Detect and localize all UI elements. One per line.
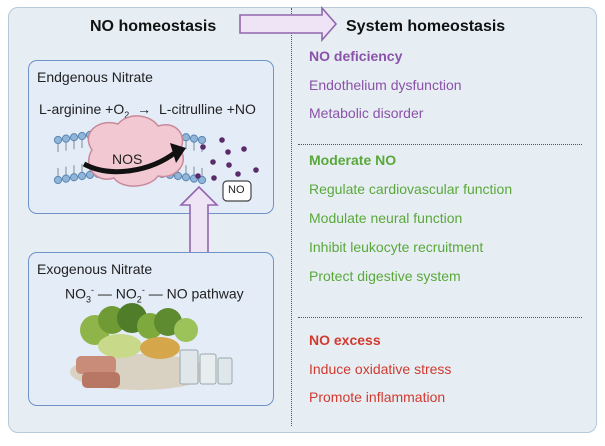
no3-sub: 3 [86, 294, 92, 305]
moderate-item: Regulate cardiovascular function [309, 181, 513, 197]
lipid-head [173, 171, 183, 181]
excess-item: Promote inflammation [309, 389, 446, 405]
section-divider-1 [298, 144, 582, 145]
no3-sup: - [91, 285, 95, 295]
header-arrow [239, 5, 338, 43]
no-label: NO [228, 184, 245, 196]
no2-sup: - [141, 285, 145, 295]
dash-1: — [94, 285, 116, 302]
deficiency-title: NO deficiency [309, 48, 403, 64]
lipid-head [77, 171, 87, 181]
nos-label: NOS [112, 151, 143, 167]
lipid-head [181, 173, 191, 182]
eq-reactant: L-arginine +O [39, 101, 125, 117]
moderate-item: Modulate neural function [309, 210, 463, 226]
excess-item: Induce oxidative stress [309, 361, 452, 377]
lipid-head [197, 175, 207, 185]
excess-title: NO excess [309, 332, 381, 348]
vertical-divider [291, 8, 292, 426]
no-dot [219, 137, 225, 143]
no-label-box [222, 180, 252, 202]
lipid-head [85, 170, 95, 179]
lipid-head [53, 175, 63, 185]
nos-reaction-arrow [82, 149, 178, 175]
lipid-head [61, 174, 71, 183]
moderate-item: Inhibit leukocyte recruitment [309, 239, 484, 255]
deficiency-item: Metabolic disorder [309, 105, 424, 121]
no-dot [210, 159, 216, 165]
no2-sub: 2 [136, 294, 142, 305]
exogenous-pathway: NO3- — NO2- — NO pathway [65, 285, 244, 304]
deficiency-item: Endothelium dysfunction [309, 77, 462, 93]
no-dot [195, 173, 201, 179]
lipid-head [53, 135, 63, 145]
no-dot [200, 144, 206, 150]
section-divider-2 [298, 317, 582, 318]
no-dot [226, 162, 232, 168]
moderate-item: Protect digestive system [309, 268, 461, 284]
lipid-head [69, 133, 79, 142]
no3-text: NO [65, 285, 86, 302]
nos-reaction-arrowhead [170, 143, 186, 163]
endogenous-equation: L-arginine +O2 → L-citrulline +NO [39, 101, 256, 120]
no2-text: NO [115, 285, 137, 302]
dash-2: — [144, 285, 167, 302]
eq-arrow: → [137, 101, 152, 117]
no-homeostasis-heading: NO homeostasis [90, 18, 217, 35]
no-molecule-dots [195, 137, 259, 181]
pathway-tail: NO pathway [166, 285, 244, 302]
no-dot [225, 149, 231, 155]
eq-product: L-citrulline +NO [159, 101, 256, 117]
eq-reactant-sub: 2 [124, 109, 130, 120]
lipid-head [77, 131, 87, 141]
no-dot [241, 146, 247, 152]
moderate-title: Moderate NO [309, 152, 397, 168]
system-homeostasis-heading: System homeostasis [346, 18, 506, 35]
exogenous-title: Exogenous Nitrate [37, 261, 153, 277]
lipid-head [197, 135, 207, 145]
no-dot [235, 171, 241, 177]
no-dot [211, 175, 217, 181]
lipid-head [189, 134, 199, 143]
endogenous-title: Endgenous Nitrate [37, 69, 153, 85]
lipid-head [61, 134, 71, 143]
lipid-head [69, 173, 79, 182]
no-dot [253, 167, 259, 173]
